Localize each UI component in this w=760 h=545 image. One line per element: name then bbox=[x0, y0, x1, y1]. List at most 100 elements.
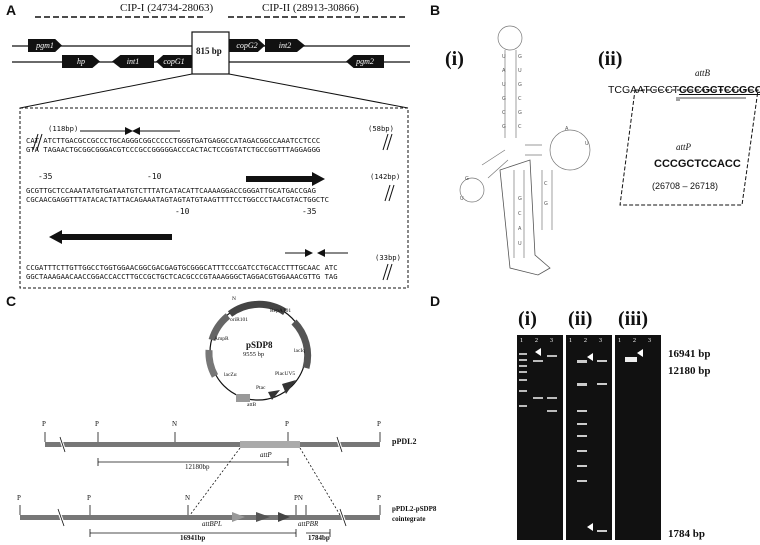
feature-AmpR: AmpR bbox=[214, 336, 229, 342]
feature-attB: attB bbox=[247, 402, 257, 408]
band-16941bp: 16941 bp bbox=[668, 348, 711, 360]
attB-label: attB bbox=[695, 68, 710, 78]
seq-minus35-bottom: -35 bbox=[302, 207, 317, 216]
svg-text:U: U bbox=[518, 241, 522, 247]
site-p-2: P bbox=[95, 420, 99, 428]
gel-i-lane-3: 3 bbox=[550, 338, 553, 344]
svg-text:A: A bbox=[565, 126, 569, 132]
distance-1784: 1784bp bbox=[308, 534, 330, 542]
svg-text:A: A bbox=[502, 68, 506, 74]
svg-text:G: G bbox=[502, 96, 506, 102]
gene-hp: hp bbox=[62, 55, 100, 68]
attB-seq-prefix: TCGAATCCCT bbox=[608, 84, 679, 96]
attP-range: (26708 – 26718) bbox=[652, 181, 719, 191]
cointegrate-name: pPDL2-pSDP8 bbox=[392, 505, 437, 513]
attP-label-c: attP bbox=[260, 451, 272, 459]
panel-c-graphic bbox=[19, 300, 381, 537]
site-p-7: P bbox=[377, 494, 381, 502]
gene-copG2: copG2 bbox=[229, 39, 265, 52]
svg-text:G: G bbox=[518, 196, 522, 202]
panel-a-graphic bbox=[12, 16, 410, 289]
box-815bp-label: 815 bp bbox=[196, 46, 222, 56]
seq-row1-top: CAT ATCTTGACGCCGCCCTGCAGGGCGGCCCCCTGGGTG… bbox=[26, 136, 321, 145]
feature-Ptac: Ptac bbox=[256, 385, 266, 391]
plasmid-name: pSDP8 bbox=[246, 340, 273, 350]
site-p-3: P bbox=[285, 420, 289, 428]
seq-58bp: (58bp) bbox=[368, 124, 394, 133]
plasmid-size: 9555 bp bbox=[243, 351, 265, 358]
gel-bands bbox=[519, 348, 643, 532]
svg-text:U: U bbox=[518, 68, 522, 74]
feature-lacZa: lacZα bbox=[224, 372, 237, 378]
svg-text:C: C bbox=[518, 211, 522, 217]
gel-i-label: (i) bbox=[518, 308, 537, 330]
gel-i bbox=[517, 335, 563, 540]
cip1-label: CIP-I (24734-28063) bbox=[120, 2, 214, 14]
site-p-1: P bbox=[42, 420, 46, 428]
site-p-6: P bbox=[87, 494, 91, 502]
gene-copG1: copG1 bbox=[156, 55, 192, 68]
panel-label-b: B bbox=[430, 2, 441, 18]
gel-iii-label: (iii) bbox=[618, 308, 648, 330]
gel-i-lane-2: 2 bbox=[535, 338, 538, 344]
seq-row3-top: CCGATTTCTTGTTGGCCTGGTGGAACGGCGACGAGTGCGG… bbox=[26, 263, 338, 272]
panel-b-ii-label: (ii) bbox=[598, 48, 623, 70]
gel-ii-lane-1: 1 bbox=[569, 338, 572, 344]
panel-label-d: D bbox=[430, 293, 441, 309]
seq-142bp: (142bp) bbox=[370, 172, 401, 181]
distance-12180: 12180bp bbox=[185, 463, 210, 471]
svg-text:G: G bbox=[502, 124, 506, 130]
distance-16941: 16941bp bbox=[180, 534, 206, 542]
band-12180bp: 12180 bp bbox=[668, 365, 711, 377]
panel-b-i-label: (i) bbox=[445, 48, 464, 70]
svg-text:C: C bbox=[502, 110, 506, 116]
seq-118bp: (118bp) bbox=[48, 124, 79, 133]
cip2-label: CIP-II (28913-30866) bbox=[262, 2, 359, 14]
gel-i-lane-1: 1 bbox=[520, 338, 523, 344]
attB-seq-core: CCCGCTCCGCC bbox=[678, 84, 760, 96]
seq-row3-bottom: GGCTAAAGAACAACCGGACCACCTTGCCGCTGCTCACGCC… bbox=[26, 272, 338, 281]
attPBR-label: attPBR bbox=[298, 520, 319, 528]
panel-label-a: A bbox=[6, 2, 17, 18]
gel-ii-label: (ii) bbox=[568, 308, 593, 330]
attBPL-label: attBPL bbox=[202, 520, 222, 528]
attB-sequence: TCGAATCCCTCCCGCTCCGCCAT bbox=[608, 84, 760, 96]
seq-row2-top: GCGTTGCTCCAAATATGTGATAATGTCTTTATCATACATT… bbox=[26, 186, 316, 195]
seq-minus35-top: -35 bbox=[38, 172, 53, 181]
svg-text:C: C bbox=[544, 181, 548, 187]
seq-minus10-bottom: -10 bbox=[175, 207, 190, 216]
attP-sequence: CCCGCTCCACC bbox=[654, 158, 741, 170]
site-n-2: N bbox=[185, 494, 191, 502]
gene-pgm2: pgm2 bbox=[346, 55, 384, 68]
gel-iii-lane-2: 2 bbox=[633, 338, 636, 344]
svg-text:U: U bbox=[502, 82, 506, 88]
band-1784bp: 1784 bp bbox=[668, 528, 705, 540]
feature-PlacUV5: PlacUV5 bbox=[275, 371, 296, 377]
svg-text:G: G bbox=[518, 54, 522, 60]
svg-text:C: C bbox=[518, 124, 522, 130]
svg-text:G: G bbox=[465, 176, 469, 182]
site-p-5: P bbox=[17, 494, 21, 502]
panel-label-c: C bbox=[6, 293, 17, 309]
gel-iii bbox=[615, 335, 661, 540]
gene-int2: int2 bbox=[265, 39, 305, 52]
gene-int1: int1 bbox=[112, 55, 154, 68]
gel-ii-lane-3: 3 bbox=[599, 338, 602, 344]
svg-text:C: C bbox=[518, 96, 522, 102]
attP-label: attP bbox=[676, 142, 691, 152]
seq-row2-bottom: CGCAACGAGGTTTATACACTATTACAGAAATAGTAGTATG… bbox=[26, 195, 329, 204]
gel-ii bbox=[566, 335, 612, 540]
gel-ii-lane-2: 2 bbox=[584, 338, 587, 344]
gene-pgm1: pgm1 bbox=[28, 39, 62, 52]
feature-N: N bbox=[232, 296, 236, 302]
svg-text:G: G bbox=[518, 82, 522, 88]
feature-lacIq: lacIq bbox=[294, 348, 305, 354]
site-n-1: N bbox=[172, 420, 178, 428]
gel-iii-lane-3: 3 bbox=[648, 338, 651, 344]
svg-text:U: U bbox=[460, 196, 464, 202]
cointegrate-label: cointegrate bbox=[392, 515, 426, 523]
seq-33bp: (33bp) bbox=[375, 253, 401, 262]
svg-text:U: U bbox=[502, 54, 506, 60]
